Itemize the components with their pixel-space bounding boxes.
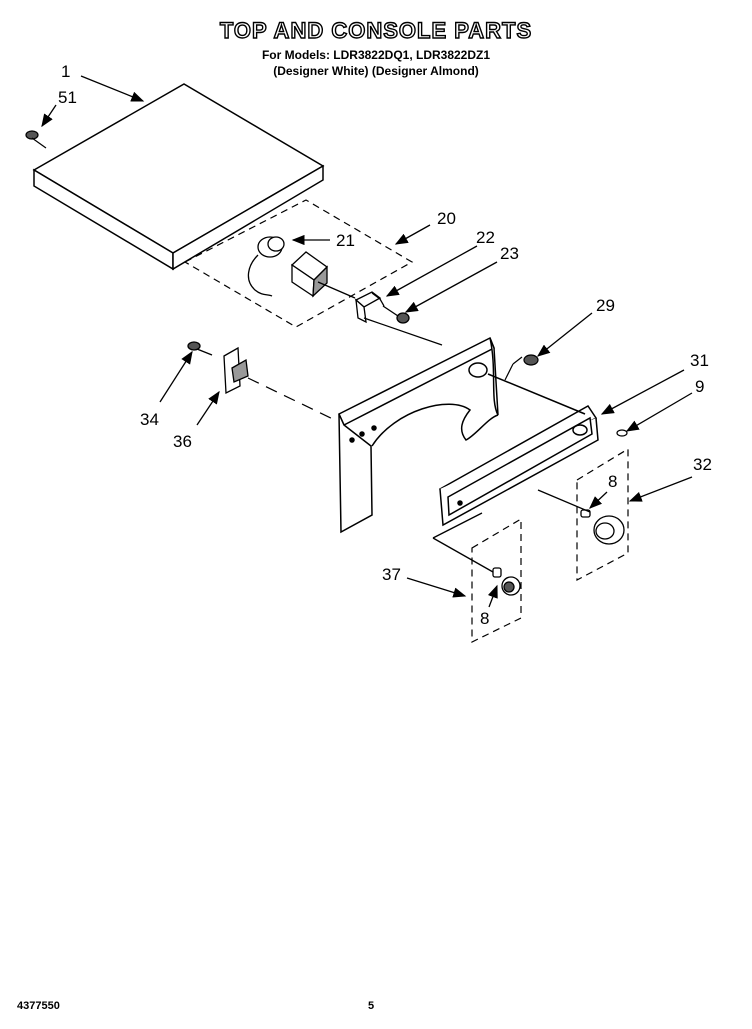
colors-subtitle: (Designer White) (Designer Almond) bbox=[273, 64, 479, 78]
screw-29 bbox=[523, 354, 539, 366]
knob-box-37 bbox=[471, 517, 522, 643]
label-part-9: 9 bbox=[695, 377, 704, 396]
label-part-20: 20 bbox=[437, 209, 456, 228]
label-part-37: 37 bbox=[382, 565, 401, 584]
label-part-34: 34 bbox=[140, 410, 159, 429]
label-part-21: 21 bbox=[336, 231, 355, 250]
label-part-22: 22 bbox=[476, 228, 495, 247]
knob-32 bbox=[537, 489, 625, 545]
label-part-23: 23 bbox=[500, 244, 519, 263]
label-part-51: 51 bbox=[58, 88, 77, 107]
hinge-36 bbox=[187, 341, 249, 395]
knob-21 bbox=[247, 236, 285, 297]
knob-37 bbox=[432, 512, 521, 596]
label-part-8-lower: 8 bbox=[480, 609, 489, 628]
models-subtitle: For Models: LDR3822DQ1, LDR3822DZ1 bbox=[261, 48, 491, 62]
timer-group-box bbox=[183, 199, 414, 328]
screw-51 bbox=[25, 130, 47, 149]
label-part-36: 36 bbox=[173, 432, 192, 451]
knob-box-32 bbox=[576, 447, 629, 581]
document-number: 4377550 bbox=[17, 1000, 60, 1012]
page-title: TOP AND CONSOLE PARTS bbox=[219, 17, 533, 43]
bracket-22 bbox=[354, 291, 410, 324]
label-part-32: 32 bbox=[693, 455, 712, 474]
timer-switch bbox=[290, 251, 356, 299]
screw-9 bbox=[616, 429, 628, 437]
page-number: 5 bbox=[368, 1000, 375, 1012]
label-part-29: 29 bbox=[596, 296, 615, 315]
label-part-8-upper: 8 bbox=[608, 472, 617, 491]
console-panel bbox=[338, 336, 499, 534]
label-part-1: 1 bbox=[61, 62, 70, 81]
control-panel-31 bbox=[439, 373, 599, 527]
label-part-31: 31 bbox=[690, 351, 709, 370]
top-panel bbox=[32, 83, 325, 271]
